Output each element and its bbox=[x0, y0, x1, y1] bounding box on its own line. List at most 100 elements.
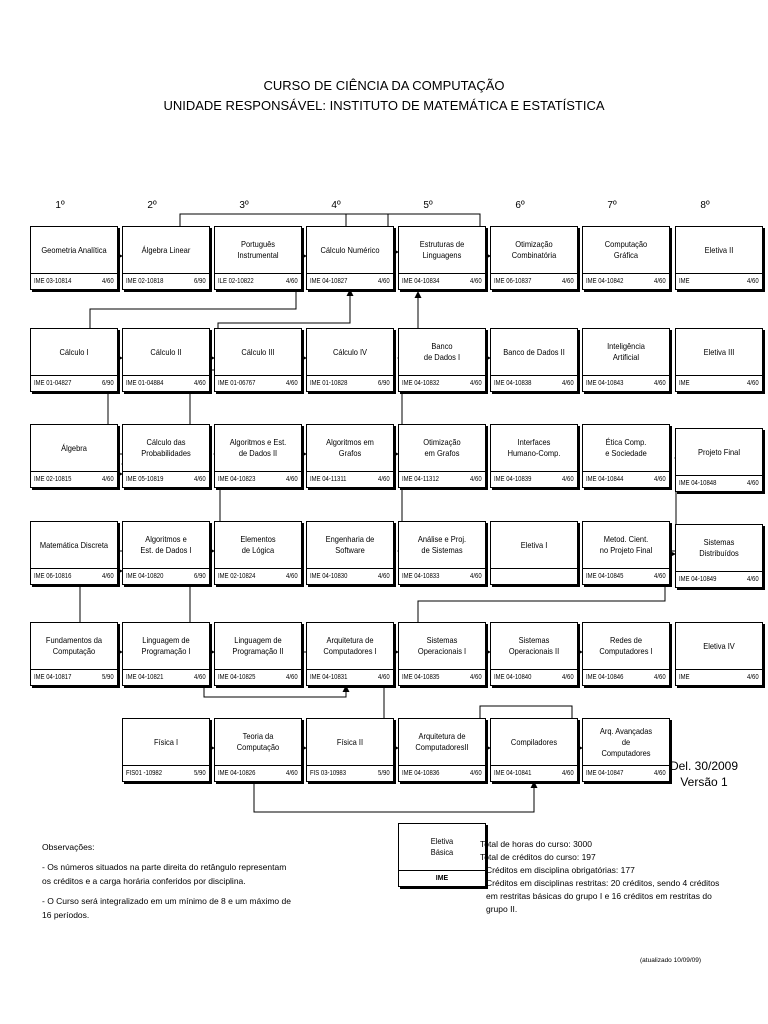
course-credits: 5/90 bbox=[378, 770, 390, 777]
semester-label-1: 1º bbox=[55, 200, 65, 211]
course-name: Álgebra Linear bbox=[141, 244, 191, 255]
course-credits: 4/60 bbox=[562, 380, 574, 387]
course-box-e1[interactable]: Eletiva I bbox=[490, 521, 578, 585]
course-name: Algoritmos e Est. de Dados II bbox=[229, 437, 287, 458]
course-credits: 4/60 bbox=[378, 573, 390, 580]
course-code: IME 04-11311 bbox=[310, 476, 347, 483]
course-name: Engenharia de Software bbox=[325, 534, 375, 555]
semester-label-3: 3º bbox=[239, 200, 249, 211]
course-credits: 4/60 bbox=[286, 573, 298, 580]
course-code: FIS01 -10982 bbox=[126, 770, 163, 777]
course-footer bbox=[491, 568, 577, 584]
course-credits: 4/60 bbox=[286, 476, 298, 483]
course-name: Estruturas de Linguagens bbox=[419, 239, 465, 260]
course-footer: IME 04-10825 4/60 bbox=[215, 669, 301, 685]
course-name: Otimização Combinatória bbox=[511, 239, 557, 260]
course-name: Cálculo das Probabilidades bbox=[141, 437, 191, 458]
deliberation-note: Del. 30/2009 Versão 1 bbox=[668, 758, 740, 790]
course-credits: 4/60 bbox=[470, 674, 482, 681]
deliberation-number: Del. 30/2009 bbox=[669, 759, 739, 773]
observation-note-1: - Os números situados na parte direita d… bbox=[42, 862, 287, 886]
course-credits: 4/60 bbox=[194, 476, 206, 483]
course-credits: 4/60 bbox=[286, 770, 298, 777]
course-credits: 4/60 bbox=[286, 380, 298, 387]
course-credits: 4/60 bbox=[654, 674, 666, 681]
course-credits: 6/90 bbox=[194, 573, 206, 580]
course-code: ILE 02-10822 bbox=[218, 278, 254, 285]
course-code: IME 04-10825 bbox=[218, 674, 256, 681]
restricted-credits: Créditos em disciplinas restritas: 20 cr… bbox=[486, 878, 720, 914]
course-credits: 4/60 bbox=[286, 674, 298, 681]
course-name: Sistemas Operacionais I bbox=[417, 635, 467, 656]
course-credits: 4/60 bbox=[747, 380, 759, 387]
page-title-line2: UNIDADE RESPONSÁVEL: INSTITUTO DE MATEMÁ… bbox=[163, 98, 605, 113]
course-credits: 4/60 bbox=[747, 278, 759, 285]
course-credits: 4/60 bbox=[102, 278, 114, 285]
course-credits: 4/60 bbox=[654, 770, 666, 777]
course-name: Projeto Final bbox=[698, 446, 740, 457]
total-hours: Total de horas do curso: 3000 bbox=[480, 839, 592, 849]
course-credits: 4/60 bbox=[562, 476, 574, 483]
course-name: Elementos de Lógica bbox=[240, 534, 276, 555]
course-code: IME 04-10841 bbox=[494, 770, 532, 777]
course-name: Arquitetura de Computadores I bbox=[323, 635, 377, 656]
course-name: Cálculo Numérico bbox=[320, 244, 380, 255]
course-code: IME 01-04827 bbox=[34, 380, 72, 387]
course-code: IME 04-10834 bbox=[402, 278, 440, 285]
course-credits: 4/60 bbox=[470, 573, 482, 580]
semester-label-7: 7º bbox=[607, 200, 617, 211]
